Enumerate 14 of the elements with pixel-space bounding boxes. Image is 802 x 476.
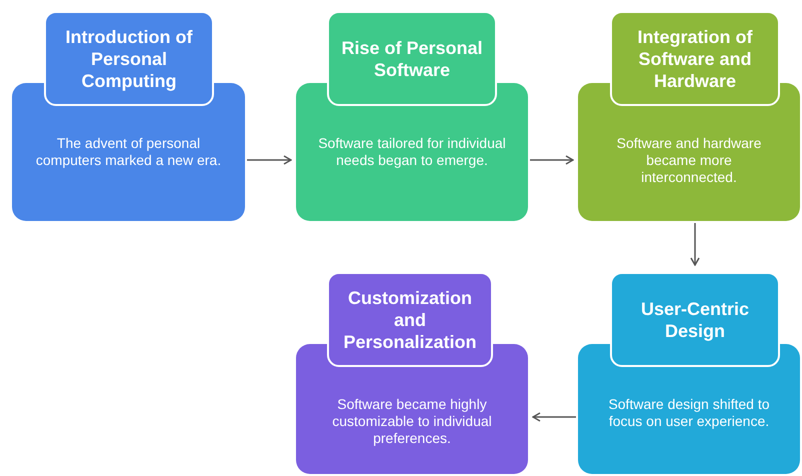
card-heading: Integration of Software and Hardware bbox=[610, 11, 780, 106]
card-heading: Introduction of Personal Computing bbox=[44, 11, 214, 106]
arrow bbox=[247, 155, 292, 165]
card-description: Software design shifted to focus on user experience. bbox=[607, 396, 771, 430]
card-heading: Rise of Personal Software bbox=[327, 11, 497, 106]
arrow bbox=[690, 223, 700, 266]
card-description: Software and hardware became more interconnected. bbox=[616, 135, 762, 186]
card-description: Software tailored for individual needs began to emerge. bbox=[318, 135, 506, 169]
card-description: Software became highly customizable to individual preferences. bbox=[331, 396, 493, 447]
arrow bbox=[530, 155, 574, 165]
card-heading: User-Centric Design bbox=[610, 272, 780, 367]
card-description: The advent of personal computers marked a new era. bbox=[34, 135, 222, 169]
arrow bbox=[532, 412, 576, 422]
card-heading: Customization and Personalization bbox=[327, 272, 493, 367]
